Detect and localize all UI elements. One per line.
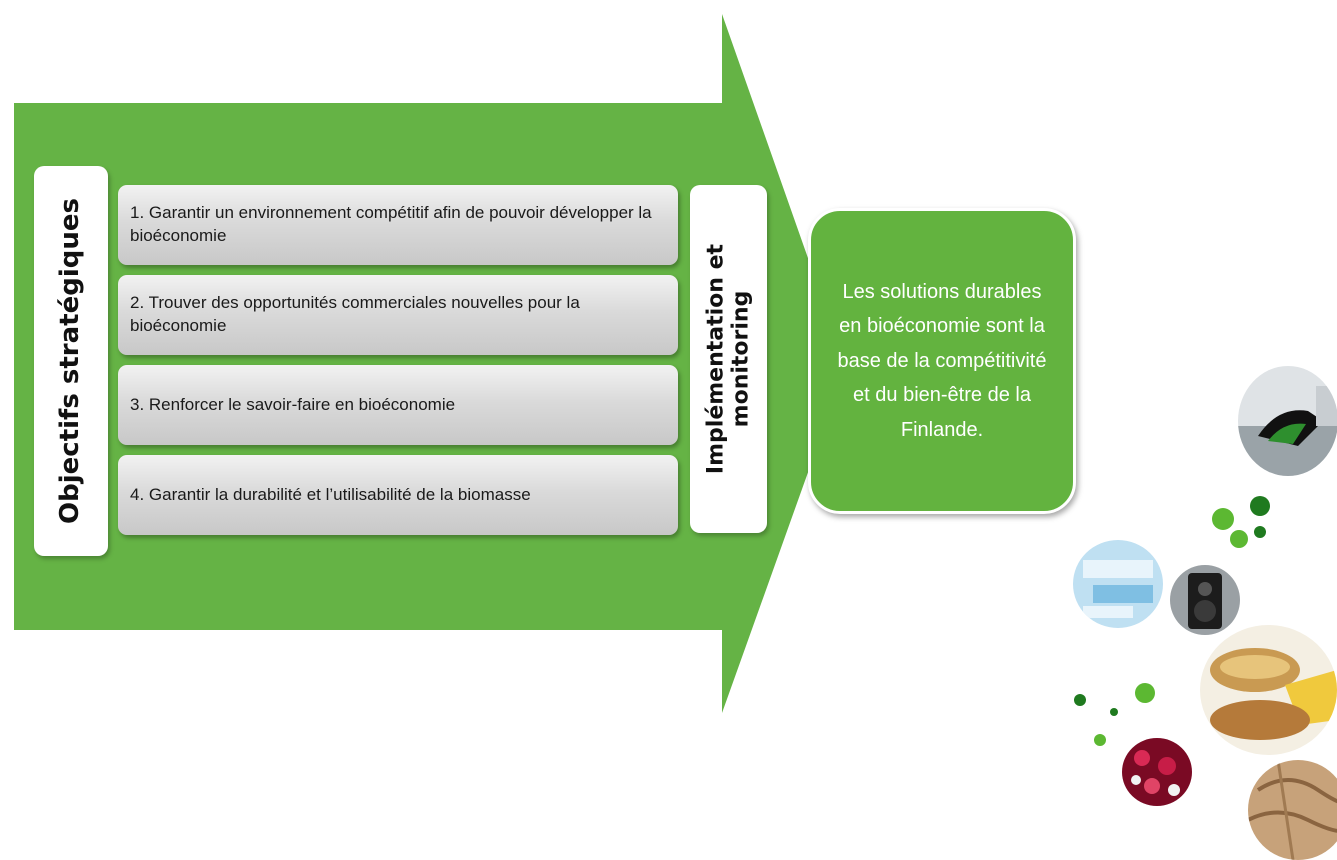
objective-text: 2. Trouver des opportunités commerciales…: [130, 293, 580, 335]
decorative-dot: [1094, 734, 1106, 746]
objective-text: 3. Renforcer le savoir-faire en bioécono…: [130, 394, 456, 414]
objective-text: 4. Garantir la durabilité et l’utilisabi…: [130, 484, 531, 504]
objectives-title-box: Objectifs stratégiques: [34, 166, 108, 556]
red-berries-photo: [1122, 738, 1192, 806]
objectives-title: Objectifs stratégiques: [55, 198, 86, 524]
decorative-dot: [1250, 496, 1270, 516]
result-box: Les solutions durables en bioéconomie so…: [808, 208, 1076, 514]
decorative-dot: [1230, 530, 1248, 548]
decorative-dot: [1212, 508, 1234, 530]
objective-item-3: 3. Renforcer le savoir-faire en bioécono…: [118, 365, 678, 445]
objective-text: 1. Garantir un environnement compétitif …: [130, 203, 652, 245]
fuel-pump-photo: [1238, 366, 1337, 476]
decorative-dot: [1074, 694, 1086, 706]
bread-cheese-photo: [1200, 625, 1337, 755]
objective-item-1: 1. Garantir un environnement compétitif …: [118, 185, 678, 265]
wood-texture-photo: [1248, 760, 1337, 860]
decorative-dot: [1254, 526, 1266, 538]
water-labels-photo: [1073, 540, 1163, 628]
result-text: Les solutions durables en bioéconomie so…: [837, 281, 1047, 441]
decorative-dot: [1110, 708, 1118, 716]
implementation-label-line: monitoring: [728, 290, 754, 428]
objective-item-4: 4. Garantir la durabilité et l’utilisabi…: [118, 455, 678, 535]
implementation-label-line: Implémentation et: [703, 243, 729, 475]
speaker-photo: [1170, 565, 1240, 635]
objective-item-2: 2. Trouver des opportunités commerciales…: [118, 275, 678, 355]
decorative-dot: [1135, 683, 1155, 703]
